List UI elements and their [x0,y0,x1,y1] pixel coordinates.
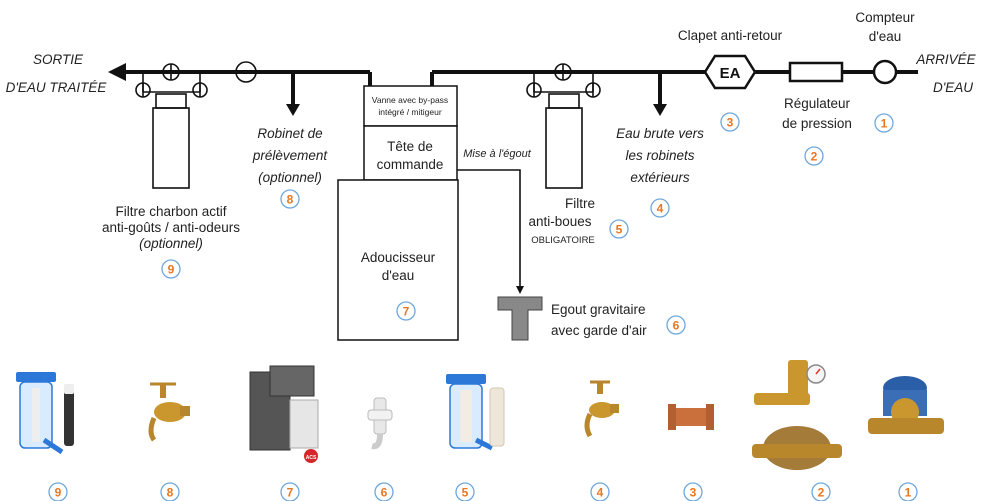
softener-label-1: Adoucisseur [361,250,436,265]
inlet-label-2: D'EAU [933,80,973,95]
svg-text:6: 6 [381,486,388,500]
drain-line [457,169,524,294]
photo-mud-filter [446,374,505,451]
svg-text:8: 8 [287,193,294,207]
raw-water-label-1: Eau brute vers [616,126,704,141]
drain-label-1: Egout gravitaire [551,302,646,317]
svg-text:8: 8 [167,486,174,500]
outlet-arrow-icon [108,63,126,81]
raw-water-pipe [430,70,918,86]
control-head-label-2: commande [377,157,444,172]
svg-text:4: 4 [597,486,604,500]
svg-text:EA: EA [720,65,741,82]
regulator-label-1: Régulateur [784,96,851,111]
photo-sample-tap [148,382,190,442]
raw-water-label-2: les robinets [625,148,694,163]
bypass-valve-label-2: intégré / mitigeur [378,107,441,117]
mud-filter-label-2: anti-boues [528,214,591,229]
photo-badge-2: 2 [811,482,831,501]
photo-badge-8: 8 [160,482,180,501]
raw-water-label-3: extérieurs [630,170,690,185]
photo-carbon-filter [16,372,74,455]
pressure-regulator-symbol [788,61,844,83]
svg-text:3: 3 [727,116,734,130]
photo-raw-water-tap [584,380,619,438]
badge-regulator: 2 [804,146,824,166]
outlet-label-2: D'EAU TRAITÉE [6,80,108,95]
raw-water-tap-symbol [653,72,667,116]
svg-text:1: 1 [905,486,912,500]
sample-tap-symbol [235,61,300,116]
svg-text:4: 4 [657,202,664,216]
badge-mud-filter: 5 [609,219,629,239]
svg-text:1: 1 [881,117,888,131]
water-meter-symbol [872,59,898,85]
photo-softener: ACS [249,365,319,463]
drain-label-2: avec garde d'air [551,323,647,338]
bypass-valve-label-1: Vanne avec by-pass [372,95,448,105]
check-valve-symbol: EA [703,54,757,90]
outlet-label-1: SORTIE [33,52,84,67]
drain-symbol [497,296,543,341]
photo-water-meter [868,376,944,434]
treated-water-pipe [108,63,372,86]
photo-badge-1: 1 [898,482,918,501]
to-drain-label: Mise à l'égout [463,148,531,160]
softener-label-2: d'eau [382,268,415,283]
badge-raw-water: 4 [650,198,670,218]
mud-filter-symbol [526,63,601,189]
carbon-filter-symbol [135,63,208,189]
svg-text:6: 6 [673,319,680,333]
photo-badge-3: 3 [683,482,703,501]
meter-label-2: d'eau [869,29,902,44]
carbon-filter-label-2: anti-goûts / anti-odeurs [102,220,240,235]
photo-badge-4: 4 [590,482,610,501]
inlet-label-1: ARRIVÉE [915,52,976,67]
tap-arrow-icon [653,104,667,116]
sample-tap-label-2: prélèvement [252,148,329,163]
sample-tap-label-1: Robinet de [257,126,322,141]
photo-badge-5: 5 [455,482,475,501]
svg-text:2: 2 [811,150,818,164]
meter-label-1: Compteur [855,10,915,25]
svg-text:5: 5 [616,223,623,237]
badge-carbon-filter: 9 [161,259,181,279]
sample-tap-label-3: (optionnel) [258,170,322,185]
carbon-filter-label-1: Filtre charbon actif [115,204,226,219]
svg-text:9: 9 [168,263,175,277]
svg-text:9: 9 [55,486,62,500]
regulator-label-2: de pression [782,116,852,131]
mud-filter-label-1: Filtre [565,196,595,211]
photo-badge-9: 9 [48,482,68,501]
photo-pressure-regulator [752,360,842,470]
photo-siphon [367,397,393,450]
check-valve-label: Clapet anti-retour [678,28,783,43]
badge-meter: 1 [874,113,894,133]
svg-text:3: 3 [690,486,697,500]
svg-text:7: 7 [403,305,410,319]
photo-badges-row: 9 8 7 6 5 4 3 2 1 [48,482,918,501]
svg-text:2: 2 [818,486,825,500]
photo-badge-6: 6 [374,482,394,501]
photo-badge-7: 7 [280,482,300,501]
control-head-label-1: Tête de [387,139,433,154]
mud-filter-label-3: OBLIGATOIRE [531,235,595,246]
acs-mark: ACS [306,455,317,461]
svg-text:5: 5 [462,486,469,500]
badge-sample-tap: 8 [280,189,300,209]
drain-arrow-icon [516,286,524,294]
photo-check-valve [668,404,714,430]
badge-softener: 7 [396,301,416,321]
badge-check-valve: 3 [720,112,740,132]
softener-unit [337,85,459,341]
badge-drain: 6 [666,315,686,335]
svg-text:7: 7 [287,486,294,500]
tap-arrow-icon [286,104,300,116]
carbon-filter-label-3: (optionnel) [139,236,203,251]
